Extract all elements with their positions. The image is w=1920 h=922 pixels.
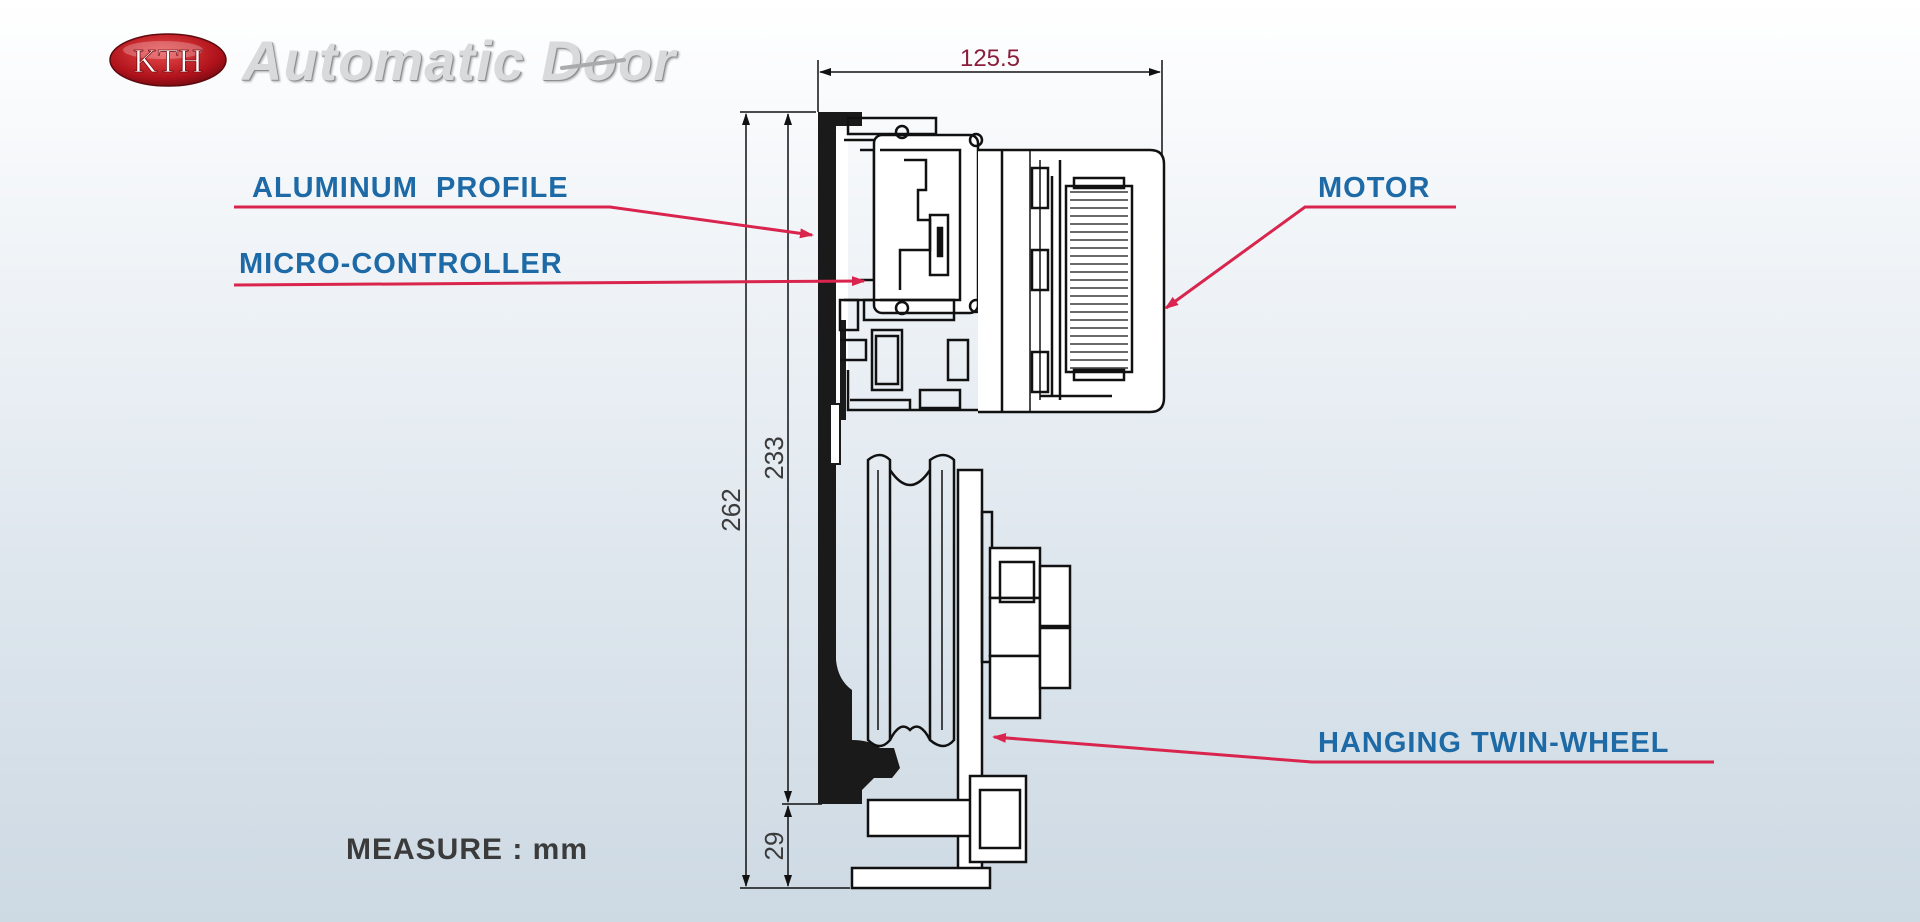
total-height-value: 262 xyxy=(716,488,746,531)
aluminum-profile-label: ALUMINUM PROFILE xyxy=(252,172,569,204)
micro-controller-label: MICRO-CONTROLLER xyxy=(239,248,563,280)
motor-leader xyxy=(1164,205,1456,310)
width-dimension: 125.5 xyxy=(817,45,1163,155)
kth-logo-badge: KTH xyxy=(109,33,227,87)
motor-label: MOTOR xyxy=(1318,172,1431,204)
logo-swoosh xyxy=(560,58,626,70)
lower-height-value: 29 xyxy=(759,832,789,861)
kth-badge-text: KTH xyxy=(133,43,203,80)
micro-controller-leader xyxy=(233,276,866,287)
motor-pulley-teeth xyxy=(1070,191,1128,369)
twin-wheel-shape xyxy=(850,453,1072,890)
hanging-twin-wheel-label: HANGING TWIN-WHEEL xyxy=(1318,727,1670,759)
upper-height-value: 233 xyxy=(759,436,789,479)
product-logo-text: Automatic Door xyxy=(242,29,676,92)
aluminum-profile-shape xyxy=(818,112,900,804)
total-height-dimension: 262 xyxy=(716,111,850,889)
aluminum-profile-leader xyxy=(234,205,814,239)
leader-lines xyxy=(233,205,1714,764)
width-dimension-value: 125.5 xyxy=(960,45,1020,72)
lower-height-dimension: 29 xyxy=(759,805,792,887)
upper-height-dimension: 233 xyxy=(759,113,822,805)
measure-unit-note: MEASURE : mm xyxy=(346,833,589,866)
twin-wheel-leader xyxy=(992,732,1714,764)
